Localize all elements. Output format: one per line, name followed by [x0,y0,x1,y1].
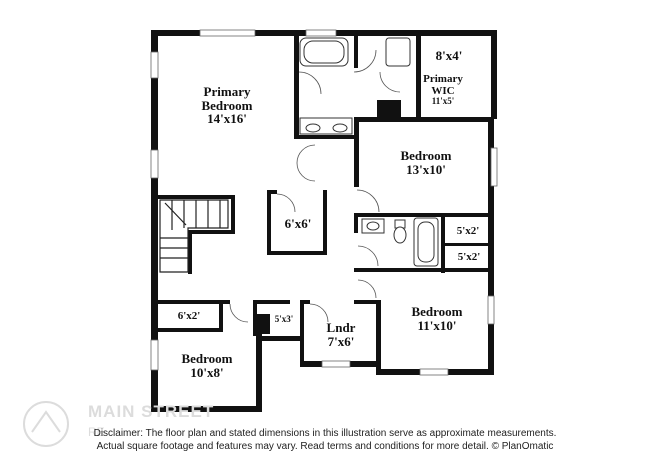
room-bedroom-se: Bedroom 11'x10' [411,305,462,332]
room-closet-center: 6'x6' [285,217,312,231]
room-name: Bedroom [411,304,463,319]
room-dims: 13'x10' [406,161,446,177]
room-dims: 8'x4' [435,48,463,63]
primary-bath-fixtures [299,37,411,135]
disclaimer-line1: Disclaimer: The floor plan and stated di… [93,428,557,439]
watermark-circle-icon [23,401,69,447]
room-closet-mid: 5'x3' [274,314,294,324]
room-dims: 6'x6' [284,216,312,231]
watermark-subtext: RE [88,425,105,439]
room-laundry: Lndr 7'x6' [327,321,356,348]
interior-walls [155,30,494,375]
room-bedroom-sw: Bedroom 10'x8' [181,352,232,379]
room-closet-e1: 5'x2' [456,225,480,238]
room-dims: 5'x2' [457,251,481,263]
room-name: Lndr [326,320,356,335]
room-name: Bedroom [181,351,233,366]
room-dims: 6'x2' [177,310,201,322]
room-closet-w: 6'x2' [177,310,201,323]
disclaimer-text: Disclaimer: The floor plan and stated di… [94,428,557,453]
room-dims: 11'x5' [431,96,455,107]
room-primary-bedroom: Primary Bedroom 14'x16' [201,85,252,126]
room-dims: 5'x3' [274,314,294,324]
room-name-line1: Primary [423,73,463,85]
room-dims: 5'x2' [456,225,480,237]
room-name: Bedroom [400,148,452,163]
room-primary-closet: 8'x4' [436,49,463,63]
room-dims: 11'x10' [417,317,457,333]
room-primary-wic: Primary WIC 11'x5' [423,73,463,107]
windows [150,29,498,376]
room-dims: 14'x16' [207,111,247,127]
hall-bath-fixtures [361,217,439,267]
disclaimer-line2: Actual square footage and features may v… [96,440,554,452]
watermark-logo [23,401,69,447]
room-dims: 10'x8' [190,364,224,380]
staircase [159,199,229,273]
watermark-text: MAIN STREET [88,402,215,421]
room-closet-e2: 5'x2' [457,251,481,264]
room-bedroom-ne: Bedroom 13'x10' [400,149,451,176]
room-name-line2: Bedroom [201,97,253,113]
room-name-line1: Primary [203,84,251,99]
door-swings [229,49,401,323]
room-dims: 7'x6' [327,333,355,349]
room-name-line2: WIC [431,84,455,97]
